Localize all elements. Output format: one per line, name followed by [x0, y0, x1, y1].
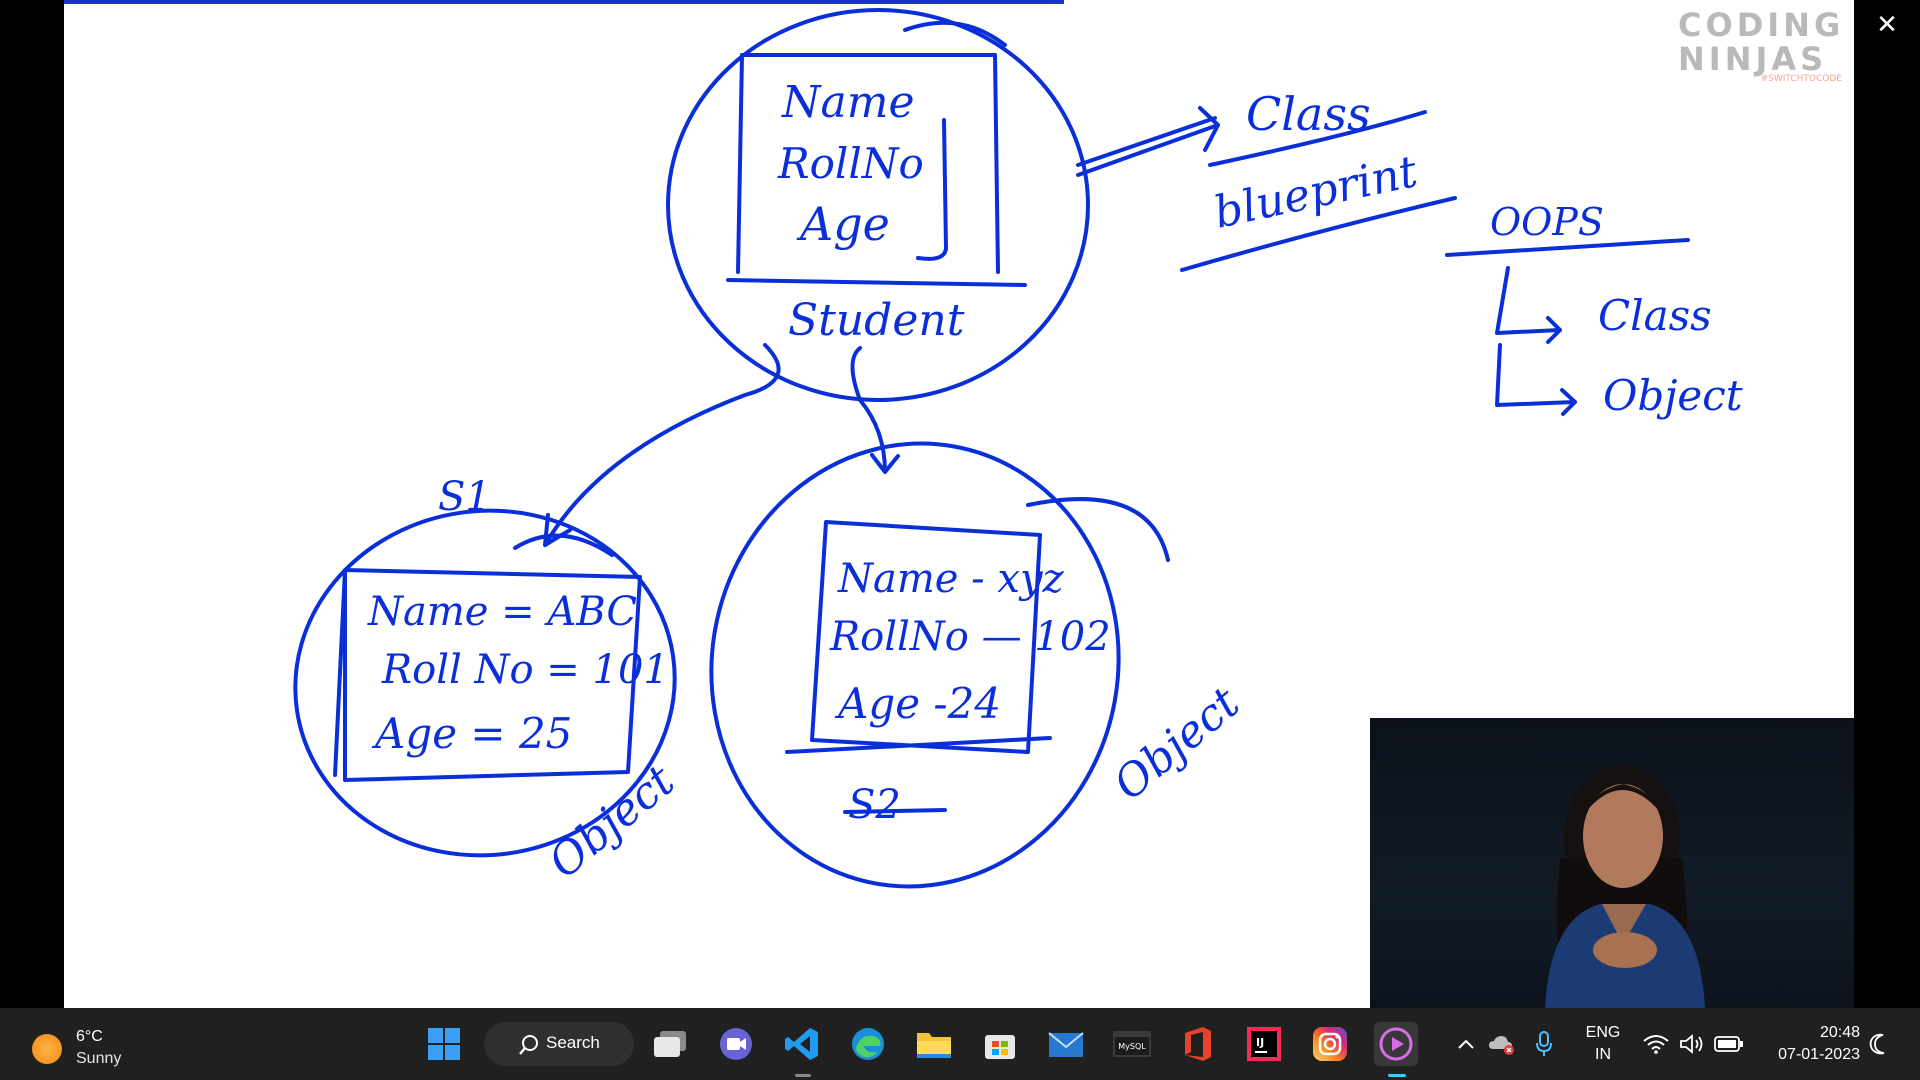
search-icon: [519, 1035, 538, 1055]
s2-flourish: [1026, 497, 1170, 562]
blueprint-underline: [1180, 196, 1457, 272]
language-top: ENG: [1585, 1024, 1621, 1041]
video-frame: Name RollNo Age Student Class blueprint …: [64, 0, 1898, 1008]
taskbar-search[interactable]: Search: [484, 1022, 634, 1066]
oops-item-class: Class: [1598, 291, 1712, 340]
intellij-label: IJ: [1256, 1036, 1264, 1049]
s1-line-name: Name = ABC: [367, 589, 637, 635]
instagram-icon[interactable]: [1308, 1022, 1352, 1066]
oops-title: OOPS: [1490, 200, 1604, 244]
logo-tag: #SWITCHTOCODE: [1760, 74, 1842, 84]
microphone-icon[interactable]: [1522, 1022, 1566, 1066]
language-bottom: IN: [1595, 1046, 1611, 1063]
presenter-image: [1545, 766, 1705, 1008]
oops-underline: [1445, 238, 1690, 257]
edge-icon[interactable]: [846, 1022, 890, 1066]
file-explorer-icon[interactable]: [912, 1022, 956, 1066]
search-label: Search: [546, 1033, 600, 1052]
s2-object-label: Object: [1104, 677, 1249, 810]
vs-code-running-indicator: [795, 1074, 811, 1077]
windows-start-icon[interactable]: [422, 1022, 466, 1066]
s2-object-box: [785, 520, 1052, 754]
onedrive-error-icon[interactable]: [1480, 1022, 1524, 1066]
center-line-name: Name: [781, 77, 915, 128]
arrow-to-class: [1076, 106, 1220, 177]
weather-widget[interactable]: 6°C Sunny: [30, 1022, 150, 1068]
s2-line-name: Name - xyz: [837, 556, 1065, 602]
sun-icon: [32, 1034, 62, 1064]
student-class-box: [726, 53, 1027, 287]
clock-time: 20:48: [1819, 1024, 1860, 1041]
taskbar: 6°C Sunny Search MySQL IJ: [0, 1008, 1920, 1080]
media-player-icon[interactable]: [1374, 1022, 1418, 1066]
arrow-to-left-object: [543, 343, 781, 547]
logo-line-1: CODING: [1678, 6, 1845, 44]
s1-line-age: Age = 25: [371, 709, 572, 758]
mysql-label: MySQL: [1118, 1042, 1146, 1051]
clock-date: 07-01-2023: [1778, 1046, 1860, 1063]
oops-branch-object: [1495, 343, 1577, 416]
brace: [916, 118, 948, 261]
oops-item-object: Object: [1603, 371, 1743, 420]
logo-line-2: NINJAS: [1678, 40, 1828, 78]
student-class-circle: [666, 8, 1090, 402]
battery-icon[interactable]: [1708, 1022, 1750, 1066]
mysql-icon[interactable]: MySQL: [1110, 1022, 1154, 1066]
clock[interactable]: 20:48 07-01-2023: [1756, 1022, 1860, 1066]
volume-icon[interactable]: [1672, 1022, 1712, 1066]
presenter-webcam: [1370, 718, 1854, 1008]
s1-label: S1: [438, 474, 491, 520]
s1-marker: [513, 533, 614, 557]
intellij-icon[interactable]: IJ: [1242, 1022, 1286, 1066]
weather-temp: 6°C: [76, 1028, 103, 1045]
whiteboard-drawing: Name RollNo Age Student Class blueprint …: [293, 8, 1743, 889]
vs-code-icon[interactable]: [780, 1022, 824, 1066]
s2-label: S2: [848, 782, 901, 828]
focus-moon-icon[interactable]: [1858, 1022, 1902, 1066]
teams-meet-icon[interactable]: [714, 1022, 758, 1066]
arrow-to-right-object: [850, 346, 900, 474]
s2-line-rollno: RollNo — 102: [829, 614, 1111, 660]
student-caption: Student: [788, 295, 965, 346]
microsoft-store-icon[interactable]: [978, 1022, 1022, 1066]
coding-ninjas-logo: CODING NINJAS #SWITCHTOCODE: [1678, 6, 1848, 84]
s1-object-box: [333, 568, 642, 782]
wifi-icon[interactable]: [1636, 1022, 1676, 1066]
mail-icon[interactable]: [1044, 1022, 1088, 1066]
office-icon[interactable]: [1176, 1022, 1220, 1066]
task-view-icon[interactable]: [648, 1022, 692, 1066]
s1-line-rollno: Roll No = 101: [381, 647, 669, 693]
s2-underline: [843, 808, 947, 814]
s2-object-circle: [709, 441, 1121, 889]
weather-condition: Sunny: [76, 1050, 122, 1067]
close-button[interactable]: ✕: [1876, 10, 1898, 40]
s1-object-circle: [293, 508, 677, 858]
student-circle-flourish: [903, 20, 1007, 47]
center-line-age: Age: [796, 197, 890, 251]
oops-branch-class: [1495, 266, 1562, 344]
media-player-running-indicator: [1388, 1074, 1406, 1077]
show-hidden-icons-chevron-up-icon[interactable]: [1444, 1022, 1488, 1066]
center-line-rollno: RollNo: [777, 139, 924, 188]
whiteboard-top-edge: [64, 0, 1064, 4]
language-indicator[interactable]: ENG IN: [1578, 1022, 1628, 1066]
class-label: Class: [1246, 87, 1371, 141]
s2-line-age: Age -24: [834, 679, 1001, 728]
class-underline: [1208, 110, 1427, 167]
